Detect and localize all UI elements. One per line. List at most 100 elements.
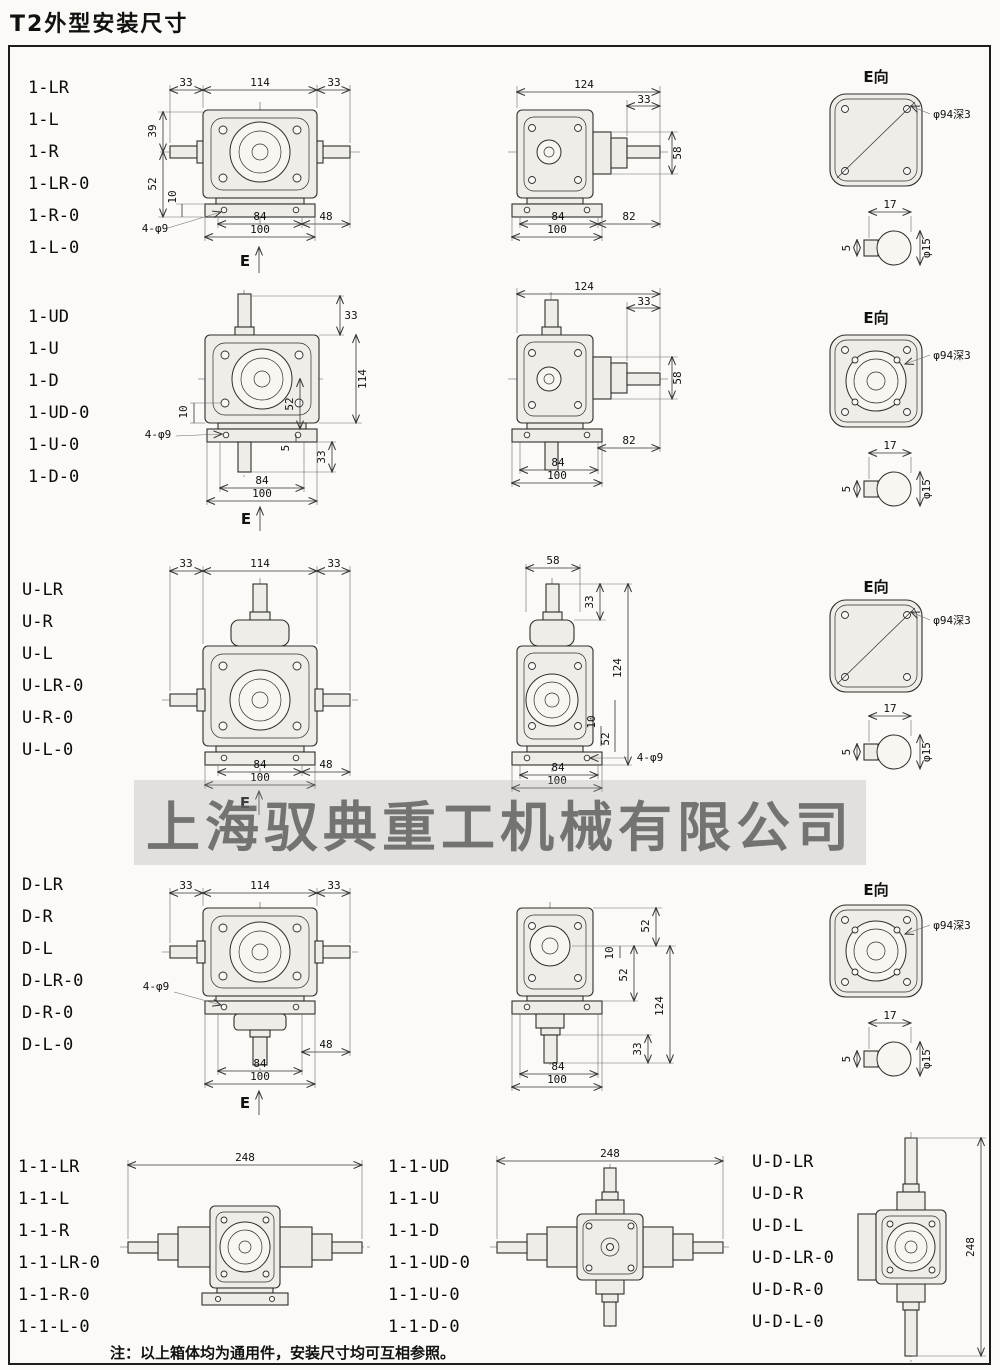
dim-label: 33	[327, 879, 340, 892]
config-label: D-R	[22, 907, 53, 927]
config-label: U-D-L-0	[752, 1312, 824, 1332]
config-labels-bottom2: 1-1-UD 1-1-U 1-1-D 1-1-UD-0 1-1-U-0 1-1-…	[388, 1151, 470, 1343]
dim-label: 100	[547, 469, 567, 482]
config-label: 1-L	[28, 110, 59, 130]
bottom-group3-drawing: 248	[857, 1132, 986, 1362]
dim-label: 17	[883, 439, 896, 452]
row2-side-view-drawing: 124 33 58 82 84 100	[508, 280, 684, 487]
config-label: 1-U-0	[28, 435, 80, 455]
dim-label: 84	[551, 456, 565, 469]
dim-label: 114	[250, 76, 270, 89]
bottom-group2-drawing: 248	[490, 1147, 730, 1330]
config-label: 1-1-L	[18, 1189, 70, 1209]
watermark: 上海驭典重工机械有限公司	[134, 780, 866, 865]
dim-label: 84	[253, 758, 267, 771]
drawing-frame	[8, 45, 991, 1365]
dim-label: 17	[883, 702, 896, 715]
dim-label: 100	[250, 1070, 270, 1083]
dim-label: 84	[551, 210, 565, 223]
dim-label: 33	[179, 76, 192, 89]
dim-label: φ15	[920, 742, 933, 762]
row1-side-view-drawing: 124 33 58 84 82 100	[508, 78, 684, 241]
config-label: 1-1-R-0	[18, 1285, 90, 1305]
dim-label: 5	[840, 1056, 853, 1063]
dim-label: 124	[611, 658, 624, 678]
dim-label: 58	[671, 371, 684, 384]
dim-label: 33	[637, 93, 650, 106]
config-label: 1-1-UD-0	[388, 1253, 470, 1273]
config-label: 1-1-LR	[18, 1157, 80, 1177]
config-label: 1-D-0	[28, 467, 80, 487]
config-label: U-D-R	[752, 1184, 804, 1204]
config-label: 1-LR	[28, 78, 69, 98]
dim-label: 84	[255, 474, 269, 487]
row2-front-view-drawing: 33 114 10 52 4-φ9 5 33 84 100 E	[145, 290, 369, 531]
dim-label: φ94深3	[933, 349, 971, 362]
dim-label: 5	[840, 749, 853, 756]
dim-label: φ94深3	[933, 919, 971, 932]
config-label: U-L-0	[22, 740, 74, 760]
config-label: 1-1-UD	[388, 1157, 450, 1177]
dim-label: 10	[177, 405, 190, 418]
config-label: 1-UD	[28, 307, 69, 327]
dim-label: φ15	[920, 238, 933, 258]
dim-label: 39	[146, 124, 159, 137]
config-label: 1-LR-0	[28, 174, 90, 194]
config-label: D-LR	[22, 875, 63, 895]
config-label: U-D-L	[752, 1216, 804, 1236]
dim-label: 33	[637, 295, 650, 308]
config-label: 1-R	[28, 142, 59, 162]
dim-label: 100	[547, 774, 567, 787]
row3-e-view-drawing: E向 φ94深3 17 5 φ15	[829, 578, 971, 769]
bottom-group1-drawing: 248	[120, 1151, 370, 1306]
dim-label: 4-φ9	[637, 751, 664, 764]
config-label: U-D-LR-0	[752, 1248, 834, 1268]
dim-label: 5	[840, 486, 853, 493]
dim-label: 4-φ9	[145, 428, 172, 441]
dim-label: φ94深3	[933, 614, 971, 627]
view-direction-label: E	[240, 1094, 250, 1112]
dim-label: φ15	[920, 1049, 933, 1069]
config-label: U-LR-0	[22, 676, 84, 696]
dim-label: 100	[252, 487, 272, 500]
dim-label: 52	[617, 968, 630, 981]
dim-label: 5	[840, 245, 853, 252]
row3-side-view-drawing: 58 33 124 10 52 4-φ9 84 100	[512, 554, 663, 792]
dim-label: 33	[327, 557, 340, 570]
dim-label: 84	[253, 210, 267, 223]
config-label: 1-D	[28, 371, 59, 391]
dim-label: 58	[671, 146, 684, 159]
config-labels-row2: 1-UD 1-U 1-D 1-UD-0 1-U-0 1-D-0	[28, 301, 89, 493]
dim-label: 48	[319, 758, 332, 771]
dim-label: 52	[146, 177, 159, 190]
dim-label: 52	[639, 919, 652, 932]
footnote: 注：以上箱体均为通用件，安装尺寸均可互相参照。	[110, 1344, 456, 1362]
config-labels-row4: D-LR D-R D-L D-LR-0 D-R-0 D-L-0	[22, 869, 83, 1061]
config-label: 1-1-LR-0	[18, 1253, 100, 1273]
config-label: U-D-LR	[752, 1152, 814, 1172]
config-label: 1-UD-0	[28, 403, 90, 423]
page-title: T2外型安装尺寸	[10, 12, 189, 37]
dim-label: φ15	[920, 479, 933, 499]
row1-front-view-drawing: 33 114 33 39 52 10 4-φ9 84 48 100 E	[142, 76, 360, 273]
config-labels-row1: 1-LR 1-L 1-R 1-LR-0 1-R-0 1-L-0	[28, 72, 89, 264]
dim-label: 10	[585, 715, 598, 728]
config-label: U-D-R-0	[752, 1280, 824, 1300]
dim-label: 124	[653, 996, 666, 1016]
dim-label: 17	[883, 198, 896, 211]
dim-label: 33	[315, 450, 328, 463]
dim-label: 33	[631, 1042, 644, 1055]
dim-label: 124	[574, 78, 594, 91]
row4-side-view-drawing: 52 10 52 124 33 84 100	[512, 902, 676, 1091]
dim-label: 82	[622, 210, 635, 223]
row3-front-view-drawing: 33 114 33 84 48 100 E	[162, 557, 358, 815]
config-label: U-L	[22, 644, 53, 664]
view-title: E向	[863, 309, 888, 327]
dim-label: 48	[319, 1038, 332, 1051]
dim-label: 248	[600, 1147, 620, 1160]
dim-label: 52	[599, 732, 612, 745]
config-label: D-LR-0	[22, 971, 84, 991]
dim-label: 84	[551, 761, 565, 774]
config-label: 1-U	[28, 339, 59, 359]
